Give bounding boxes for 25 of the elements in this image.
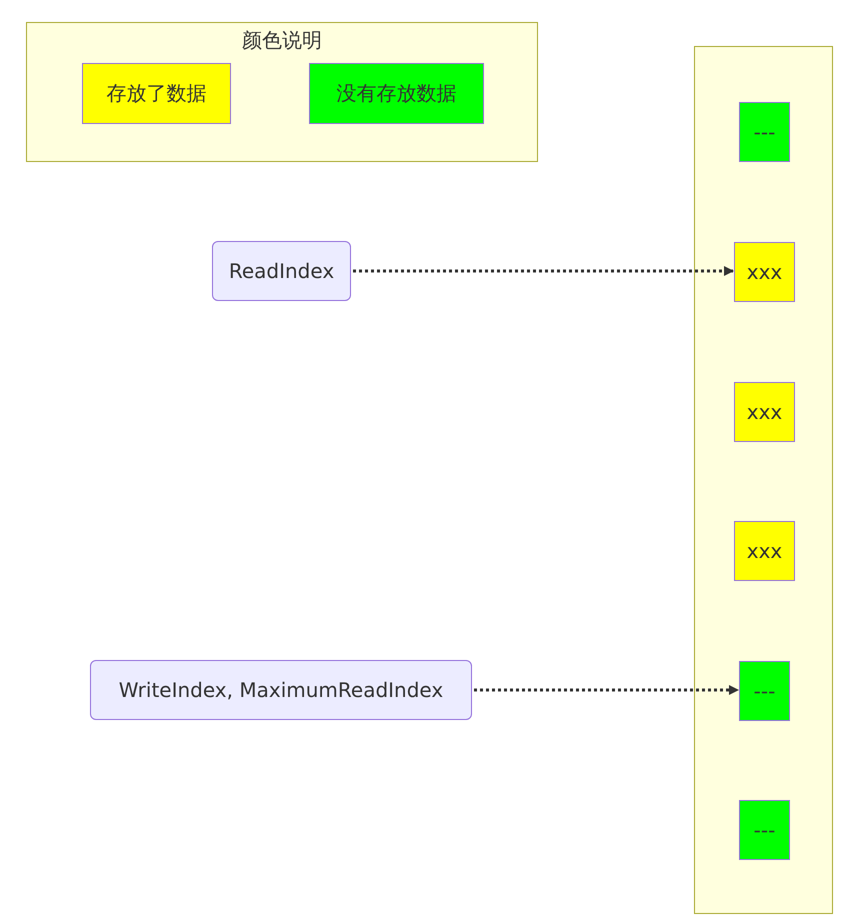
data-cell [82,63,231,124]
node-label: xxx [746,539,782,563]
node-label: --- [754,120,776,144]
pointer-box [90,660,472,720]
node-label: xxx [746,260,782,284]
node-label: ReadIndex [228,259,334,283]
group-title: 颜色说明 [242,27,322,54]
node-label: --- [754,818,776,842]
node-label: xxx [746,400,782,424]
node-label: WriteIndex, MaximumReadIndex [118,678,444,702]
node-label: --- [754,679,776,703]
data-cell [734,521,795,581]
group-box [26,22,538,162]
data-cell [309,63,484,124]
data-cell [734,382,795,442]
dotted-arrow [353,266,734,276]
dotted-arrow [474,685,739,695]
data-cell [739,800,790,860]
node-label: 没有存放数据 [336,80,456,107]
node-label: 存放了数据 [106,80,206,107]
data-cell [739,661,790,721]
data-cell [734,242,795,302]
container-box [694,46,833,914]
pointer-box [212,241,351,301]
data-cell [739,102,790,162]
